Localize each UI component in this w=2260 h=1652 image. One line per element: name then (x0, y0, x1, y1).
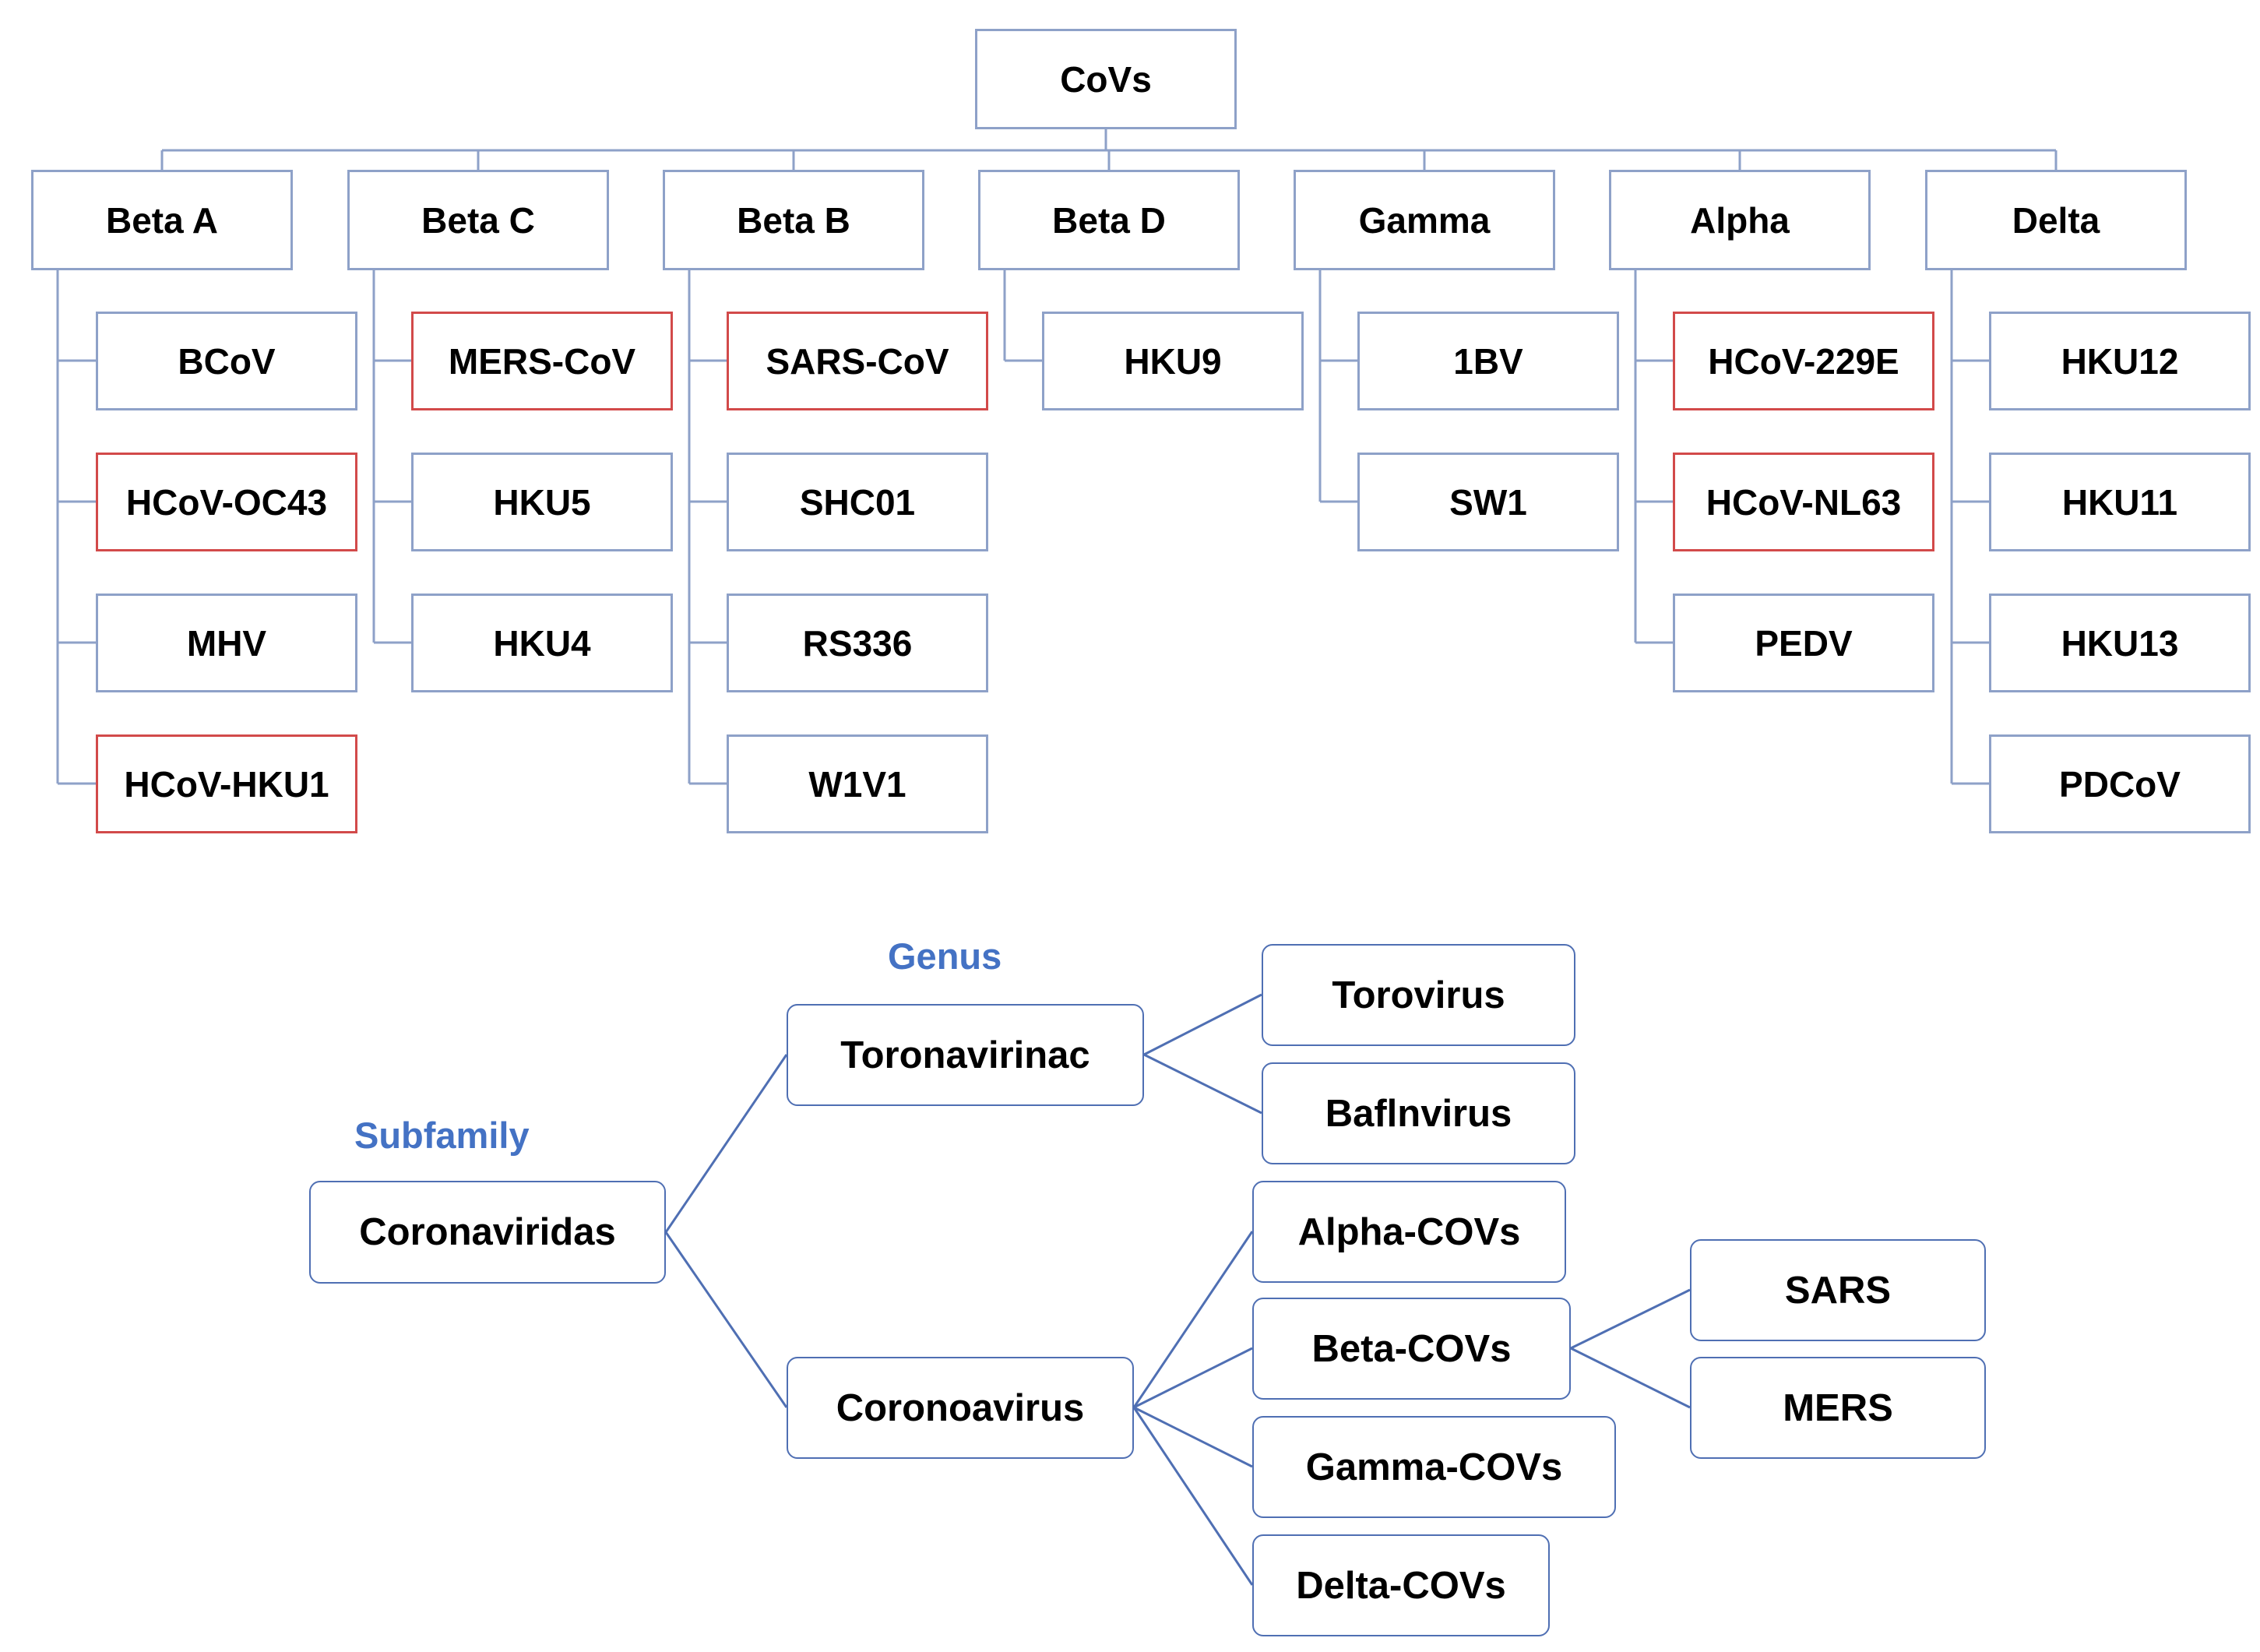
group-node-beta-a: Beta A (31, 170, 293, 270)
genus-node-baflnvirus: Baflnvirus (1262, 1062, 1575, 1164)
genus-node-torovirus: Torovirus (1262, 944, 1575, 1046)
leaf-node-pedv: PEDV (1673, 594, 1934, 692)
leaf-node-sw1: SW1 (1357, 453, 1619, 551)
leaf-node-hku5: HKU5 (411, 453, 673, 551)
species-node-mers: MERS (1690, 1357, 1986, 1459)
leaf-node-hku11: HKU11 (1989, 453, 2251, 551)
family-to-toronavirinac-line (664, 1054, 788, 1233)
leaf-node-w1v1: W1V1 (727, 734, 988, 833)
leaf-node-mers-cov: MERS-CoV (411, 312, 673, 410)
leaf-node-bcov: BCoV (96, 312, 357, 410)
toronavirinac-to-baflnvirus-line (1143, 1053, 1262, 1115)
family-to-coronoavirus-line (664, 1231, 788, 1408)
leaf-node-hcov-hku1: HCoV-HKU1 (96, 734, 357, 833)
coronoavirus-to-gamma-line (1133, 1406, 1253, 1468)
leaf-node-hcov-229e: HCoV-229E (1673, 312, 1934, 410)
leaf-node-hcov-oc43: HCoV-OC43 (96, 453, 357, 551)
leaf-node-hku12: HKU12 (1989, 312, 2251, 410)
genus-label: Genus (888, 935, 1002, 977)
beta-to-mers-line (1570, 1347, 1691, 1409)
leaf-node-pdcov: PDCoV (1989, 734, 2251, 833)
group-node-alpha: Alpha (1609, 170, 1871, 270)
leaf-node-mhv: MHV (96, 594, 357, 692)
group-node-beta-b: Beta B (663, 170, 924, 270)
toronavirinac-to-torovirus-line (1143, 993, 1262, 1056)
leaf-node-rs336: RS336 (727, 594, 988, 692)
leaf-node-hku13: HKU13 (1989, 594, 2251, 692)
group-node-gamma: Gamma (1294, 170, 1555, 270)
group-node-beta-d: Beta D (978, 170, 1240, 270)
subfamily-node-coronoavirus: Coronoavirus (787, 1357, 1134, 1459)
leaf-node-1bv: 1BV (1357, 312, 1619, 410)
genus-node-gamma-covs: Gamma-COVs (1252, 1416, 1616, 1518)
genus-node-beta-covs: Beta-COVs (1252, 1298, 1571, 1400)
leaf-node-hku4: HKU4 (411, 594, 673, 692)
group-node-beta-c: Beta C (347, 170, 609, 270)
leaf-node-shc01: SHC01 (727, 453, 988, 551)
leaf-node-hku9: HKU9 (1042, 312, 1304, 410)
coronoavirus-to-beta-line (1133, 1347, 1253, 1409)
subfamily-node-toronavirinac: Toronavirinac (787, 1004, 1144, 1106)
beta-to-sars-line (1570, 1288, 1691, 1350)
genus-node-alpha-covs: Alpha-COVs (1252, 1181, 1566, 1283)
leaf-node-hcov-nl63: HCoV-NL63 (1673, 453, 1934, 551)
subfamily-label: Subfamily (354, 1115, 530, 1156)
species-node-sars: SARS (1690, 1239, 1986, 1341)
group-node-delta: Delta (1925, 170, 2187, 270)
coronoavirus-to-delta-line (1132, 1407, 1254, 1586)
genus-node-delta-covs: Delta-COVs (1252, 1534, 1550, 1636)
family-node-coronaviridas: Coronaviridas (309, 1181, 666, 1284)
leaf-node-sars-cov: SARS-CoV (727, 312, 988, 410)
tree-root-node: CoVs (975, 29, 1237, 129)
coronoavirus-to-alpha-line (1132, 1231, 1254, 1408)
